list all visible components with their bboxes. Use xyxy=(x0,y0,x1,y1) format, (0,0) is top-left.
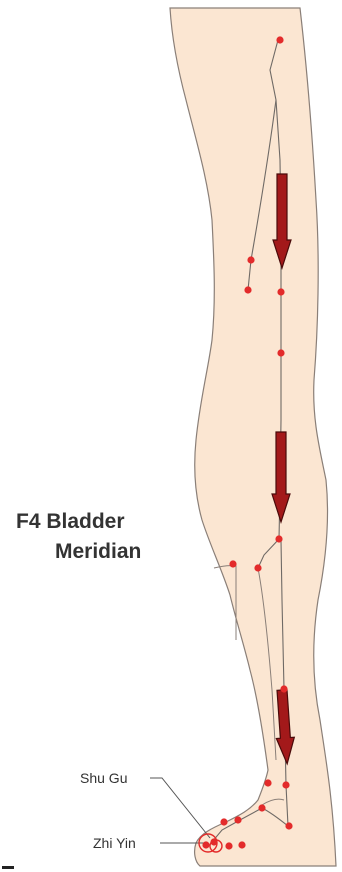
acupoint xyxy=(202,841,209,848)
acupoint xyxy=(238,841,245,848)
acupoint xyxy=(275,535,282,542)
corner-mark xyxy=(2,866,14,869)
shu-gu-pointer-line xyxy=(150,778,210,838)
acupoint xyxy=(220,818,227,825)
acupoint xyxy=(277,288,284,295)
diagram-title-line1: F4 Bladder xyxy=(16,510,125,533)
acupoint xyxy=(285,822,292,829)
acupoint xyxy=(247,256,254,263)
acupoint xyxy=(254,564,261,571)
diagram-title-line2: Meridian xyxy=(55,540,141,563)
acupoint xyxy=(280,685,287,692)
acupoint xyxy=(258,804,265,811)
acupoint xyxy=(234,816,241,823)
acupoint xyxy=(277,349,284,356)
acupoint xyxy=(282,781,289,788)
acupoint xyxy=(276,36,283,43)
acupoint xyxy=(229,560,236,567)
acupoint xyxy=(225,842,232,849)
acupoint xyxy=(264,779,271,786)
leg-silhouette xyxy=(170,8,336,866)
label-zhi-yin: Zhi Yin xyxy=(93,835,136,851)
acupoint xyxy=(244,286,251,293)
label-shu-gu: Shu Gu xyxy=(80,770,127,786)
